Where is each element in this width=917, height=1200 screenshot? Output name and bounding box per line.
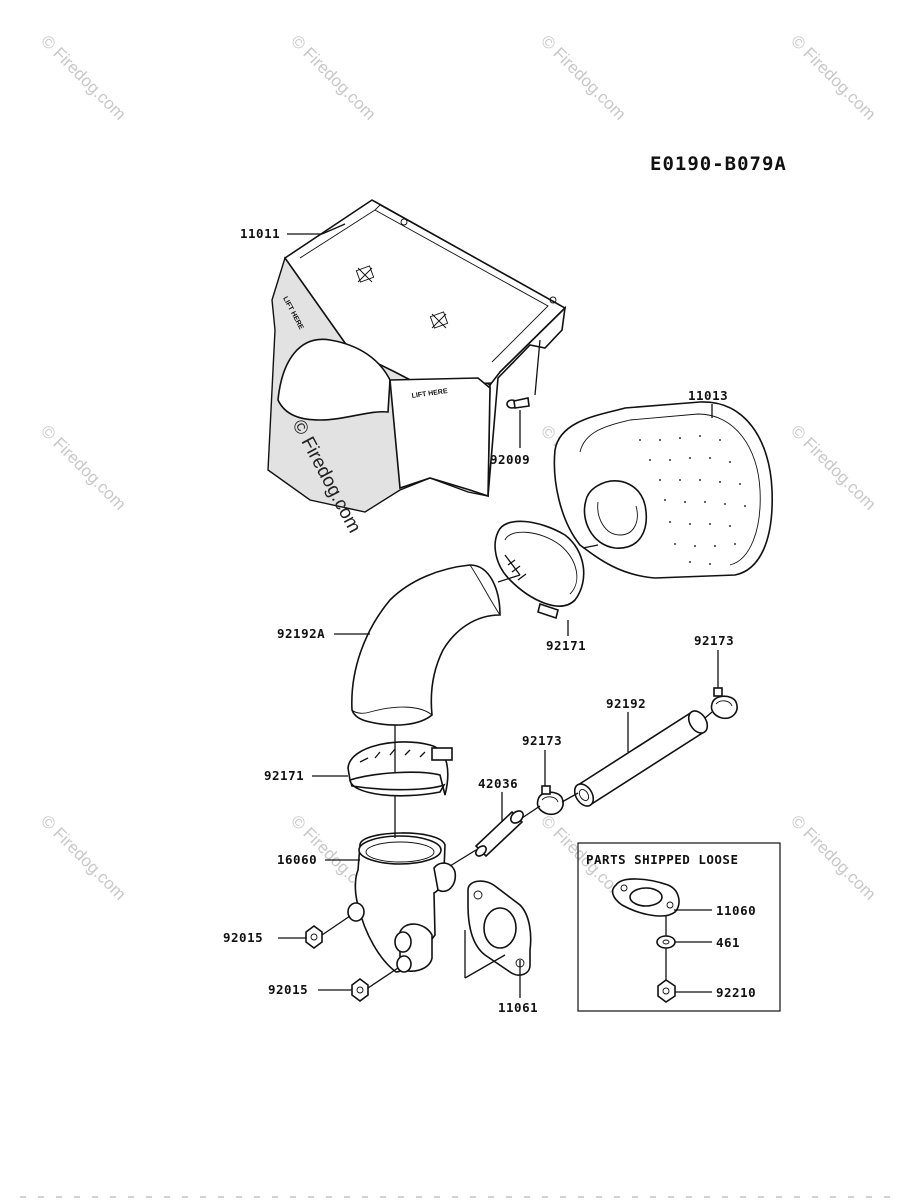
leader-lines: [278, 223, 719, 998]
label-gasket: 11061: [498, 1000, 538, 1015]
label-clamp-lower: 92171: [264, 768, 304, 783]
parts-shipped-loose-title: PARTS SHIPPED LOOSE: [586, 852, 739, 867]
label-breather-hose: 92192: [606, 696, 646, 711]
pipe: [474, 810, 524, 858]
watermark-8: © Firedog.com: [37, 811, 129, 903]
diagram-code: E0190-B079A: [650, 153, 787, 175]
clip-right: [710, 687, 738, 720]
watermark-7: © Firedog.com: [787, 421, 879, 513]
watermark-11: © Firedog.com: [787, 811, 879, 903]
intake-elbow: [347, 832, 457, 973]
nut-loose: [657, 979, 676, 1003]
label-clip-right: 92173: [694, 633, 734, 648]
parts-shipped-loose-box: [577, 842, 781, 1012]
nut-upper: [305, 925, 323, 949]
clip-left: [536, 785, 564, 816]
clamp-upper: [494, 520, 585, 620]
label-nut-upper: 92015: [223, 930, 263, 945]
gasket: [467, 880, 532, 976]
part-labels: 11011 11013 92009 92171 92192A 92173 921…: [223, 226, 756, 1015]
label-nut-loose: 92210: [716, 985, 756, 1000]
nut-lower: [351, 978, 369, 1002]
breather-hose: [573, 710, 709, 807]
watermark-3: © Firedog.com: [537, 31, 629, 123]
hose-elbow: [351, 564, 501, 726]
label-filter-element: 11013: [688, 388, 728, 403]
label-loose-gasket: 11060: [716, 903, 756, 918]
air-cleaner-housing: LIFT HERE LIFT HERE: [267, 199, 567, 513]
washer: [656, 935, 676, 949]
watermark-1: © Firedog.com: [37, 31, 129, 123]
label-intake-elbow: 16060: [277, 852, 317, 867]
label-clamp-upper: 92171: [546, 638, 586, 653]
loose-gasket: [611, 878, 680, 917]
screw: [506, 397, 530, 409]
clamp-lower: [347, 741, 453, 797]
label-nut-lower: 92015: [268, 982, 308, 997]
watermark-5: © Firedog.com: [37, 421, 129, 513]
watermark-2: © Firedog.com: [287, 31, 379, 123]
label-pipe: 42036: [478, 776, 518, 791]
label-hose-elbow: 92192A: [277, 626, 325, 641]
label-screw: 92009: [490, 452, 530, 467]
label-air-cleaner-housing: 11011: [240, 226, 280, 241]
label-clip-left: 92173: [522, 733, 562, 748]
filter-element: [553, 401, 773, 579]
label-washer: 461: [716, 935, 740, 950]
watermark-4: © Firedog.com: [787, 31, 879, 123]
filter-perforations: [639, 435, 746, 565]
